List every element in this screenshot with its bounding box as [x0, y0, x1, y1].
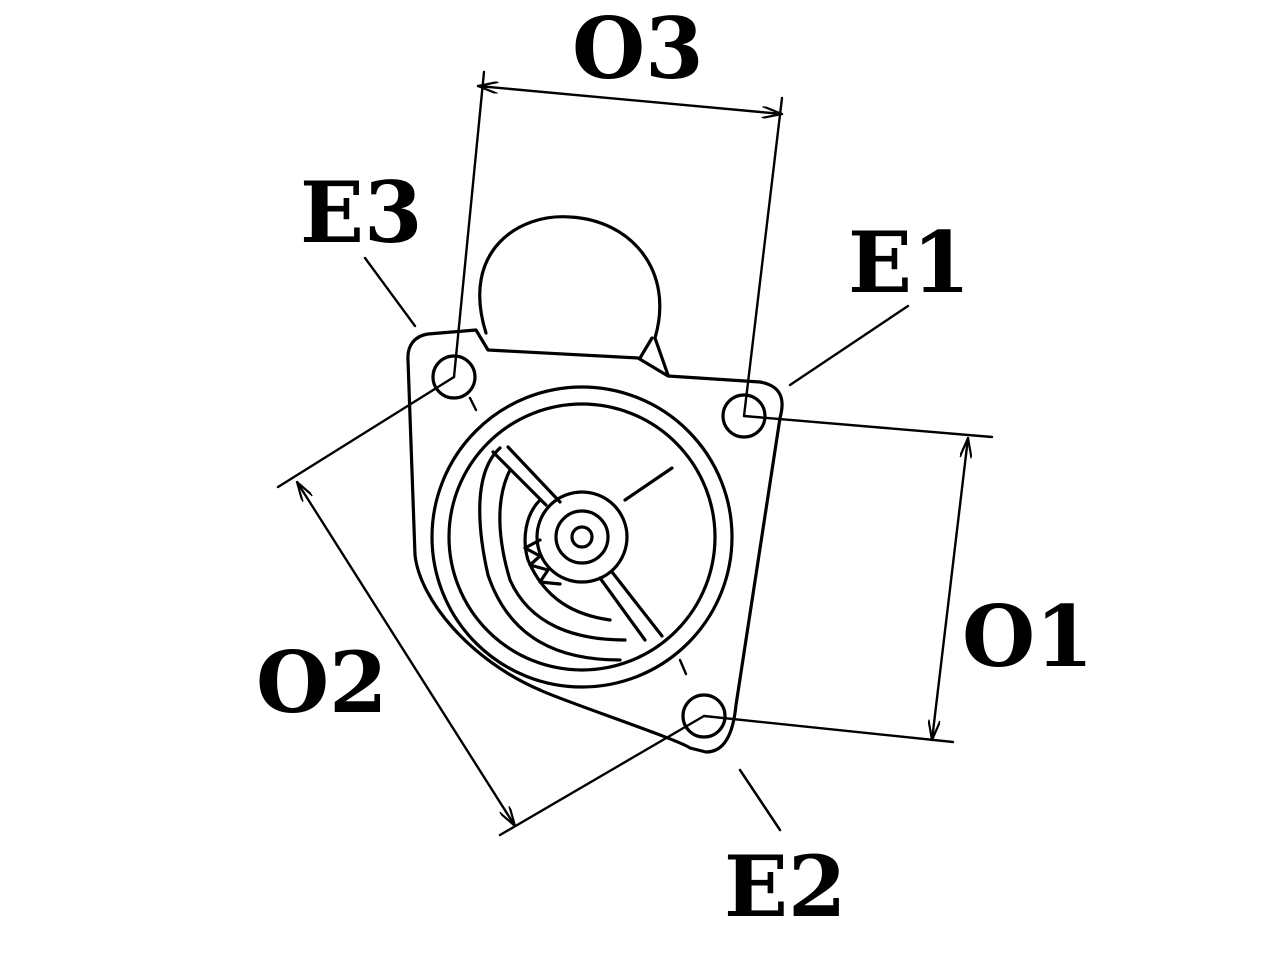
mounting-hole-e3: [431, 354, 477, 400]
mounting-flange-outline: [406, 328, 784, 754]
label-o2: O2: [256, 633, 388, 732]
label-e2: E2: [724, 837, 846, 936]
label-o3: O3: [572, 0, 704, 98]
dimension-o2: [276, 375, 706, 837]
dimension-o1: [702, 414, 994, 744]
leader-e2: [738, 768, 782, 832]
solenoid-dome: [478, 215, 670, 377]
label-e1: E1: [848, 213, 970, 312]
label-e3: E3: [300, 163, 422, 262]
leader-e3: [363, 256, 417, 328]
drive-housing: [430, 385, 734, 689]
mounting-hole-e2: [681, 693, 727, 739]
pinion-assembly: [478, 445, 674, 662]
leader-e1: [788, 304, 910, 387]
dimension-o3: [452, 70, 784, 418]
label-o1: O1: [962, 587, 1094, 686]
mounting-hole-e1: [721, 393, 767, 439]
